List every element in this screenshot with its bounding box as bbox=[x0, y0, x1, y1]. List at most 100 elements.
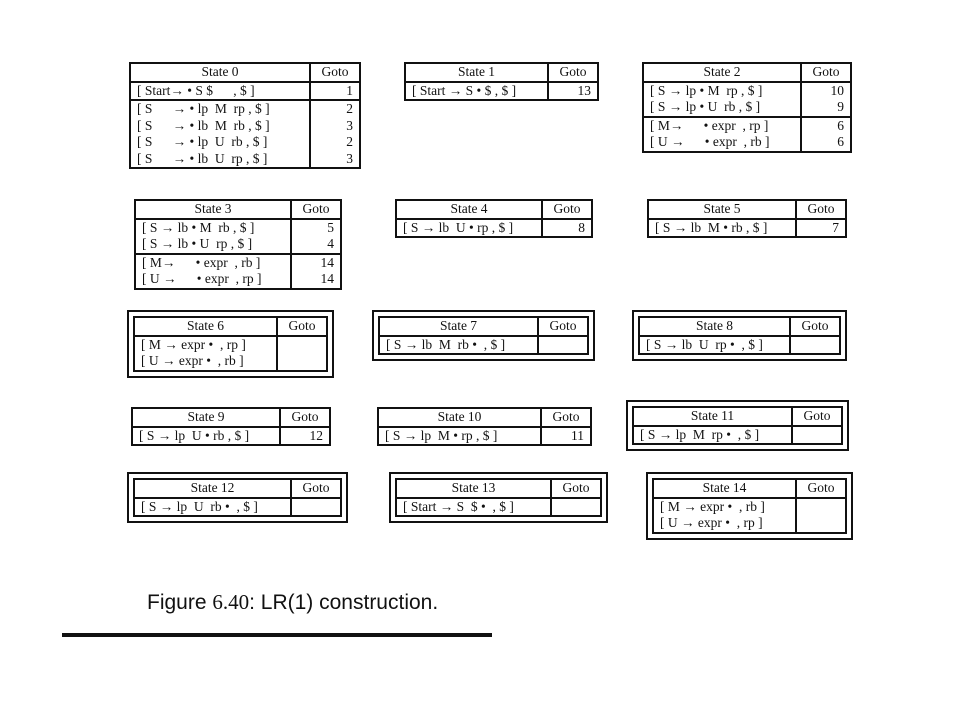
goto-header: Goto bbox=[789, 317, 840, 337]
item-row: [ S → • lp M rp , $ ]2 bbox=[130, 99, 360, 118]
item-row: [ Start→ • S $ , $ ]1 bbox=[130, 81, 360, 100]
lr-item: [ S → lp U rb • , $ ] bbox=[141, 498, 258, 514]
item-row: [ S → lp U • rb , $ ] 12 bbox=[132, 426, 330, 445]
goto-target: 14 bbox=[290, 252, 341, 271]
item-row: [ S → lb M • rb , $ ] 7 bbox=[648, 218, 846, 237]
goto-target bbox=[789, 335, 840, 354]
figure-caption: Figure 6.40: LR(1) construction. bbox=[147, 590, 438, 615]
goto-target bbox=[795, 497, 846, 515]
item-row: [ S → lb U rp • , $ ] bbox=[639, 335, 840, 354]
lr-item: [ S → lp M rp • , $ ] bbox=[640, 426, 760, 442]
goto-target: 11 bbox=[540, 426, 591, 445]
item-row: [ U → • expr , rp ]14 bbox=[135, 271, 341, 289]
lr-item: [ S → lb M rb • , $ ] bbox=[386, 336, 506, 352]
goto-target bbox=[550, 497, 601, 516]
lr-item: [ U → expr • , rp ] bbox=[660, 515, 763, 530]
item-row: [ S → lb • U rp , $ ] 4 bbox=[135, 236, 341, 254]
goto-header: Goto bbox=[309, 63, 360, 83]
item-row: [ S → lp M • rp , $ ] 11 bbox=[378, 426, 591, 445]
lr-item: [ U → expr • , rb ] bbox=[141, 353, 244, 368]
item-row: [ S → lb U • rp , $ ] 8 bbox=[396, 218, 592, 237]
lr-item: [ S → lp • M rp , $ ] bbox=[650, 82, 763, 98]
item-row: [ S → lp • U rb , $ ]9 bbox=[643, 99, 851, 117]
goto-target: 12 bbox=[279, 426, 330, 445]
goto-target: 13 bbox=[547, 81, 598, 100]
state-title: State 14 bbox=[653, 479, 796, 499]
goto-target: 8 bbox=[541, 218, 592, 237]
goto-target: 3 bbox=[309, 150, 360, 168]
lr-item: [ M → expr • , rp ] bbox=[141, 336, 246, 352]
goto-target: 7 bbox=[795, 218, 846, 237]
lr-item: [ S → • lb U rp , $ ] bbox=[137, 150, 268, 166]
lr-item: [ S → lp M • rp , $ ] bbox=[385, 427, 498, 443]
state-title: State 13 bbox=[396, 479, 551, 499]
goto-header: Goto bbox=[279, 408, 330, 428]
goto-target: 4 bbox=[290, 236, 341, 254]
lr-item: [ M → expr • , rb ] bbox=[660, 498, 765, 514]
goto-target: 2 bbox=[309, 134, 360, 151]
goto-target bbox=[537, 335, 588, 354]
item-row: [ S → • lp U rb , $ ] 2 bbox=[130, 134, 360, 151]
item-row: [ U → • expr , rb ] 6 bbox=[643, 134, 851, 152]
lr-item: [ M→ • expr , rp ] bbox=[643, 115, 801, 134]
state-title: State 11 bbox=[633, 407, 792, 427]
lr-item: [ S → lb U • rp , $ ] bbox=[403, 219, 514, 235]
goto-target bbox=[795, 515, 846, 533]
state-title: State 12 bbox=[134, 479, 291, 499]
item-row: [ S → lp M rp • , $ ] bbox=[633, 425, 842, 444]
goto-header: Goto bbox=[547, 63, 598, 83]
goto-target: 6 bbox=[800, 115, 851, 134]
item-row: [ S → lb M rb • , $ ] bbox=[379, 335, 588, 354]
lr-item: [ S → lb M • rb , $ ] bbox=[655, 219, 768, 235]
goto-header: Goto bbox=[791, 407, 842, 427]
goto-target bbox=[276, 353, 327, 371]
item-row: [ S → lp U rb • , $ ] bbox=[134, 497, 341, 516]
state-title: State 9 bbox=[132, 408, 280, 428]
goto-target bbox=[791, 425, 842, 444]
lr-item: [ U → • expr , rb ] bbox=[650, 134, 770, 149]
lr-item: [ S → • lp M rp , $ ] bbox=[130, 99, 310, 118]
lr-item: [ S → lb • U rp , $ ] bbox=[142, 236, 253, 251]
state-title: State 1 bbox=[405, 63, 548, 83]
item-row: [ S → lb • M rb , $ ]5 bbox=[135, 218, 341, 236]
state-title: State 5 bbox=[648, 200, 796, 220]
goto-target: 6 bbox=[800, 134, 851, 152]
goto-header: Goto bbox=[541, 200, 592, 220]
item-row: [ M → expr • , rb ] bbox=[653, 497, 846, 515]
goto-header: Goto bbox=[290, 479, 341, 499]
lr-item: [ Start → S $ • , $ ] bbox=[403, 498, 514, 514]
state-title: State 8 bbox=[639, 317, 790, 337]
lr-item: [ S → • lb M rb , $ ] bbox=[137, 117, 270, 133]
item-row: [ S → • lb U rp , $ ] 3 bbox=[130, 150, 360, 168]
lr-item: [ S → lp U • rb , $ ] bbox=[139, 427, 250, 443]
goto-target: 3 bbox=[309, 117, 360, 134]
goto-header: Goto bbox=[550, 479, 601, 499]
lr-item: [ S → • lp U rb , $ ] bbox=[137, 134, 268, 149]
goto-target: 9 bbox=[800, 99, 851, 117]
lr-item: [ S → lb • M rb , $ ] bbox=[142, 219, 255, 235]
item-row: [ M→ • expr , rp ]6 bbox=[643, 115, 851, 134]
lr-item: [ S → lb U rp • , $ ] bbox=[646, 336, 763, 352]
state-title: State 6 bbox=[134, 317, 277, 337]
horizontal-rule bbox=[62, 633, 492, 637]
goto-header: Goto bbox=[290, 200, 341, 220]
goto-header: Goto bbox=[795, 200, 846, 220]
item-row: [ Start → S $ • , $ ] bbox=[396, 497, 601, 516]
